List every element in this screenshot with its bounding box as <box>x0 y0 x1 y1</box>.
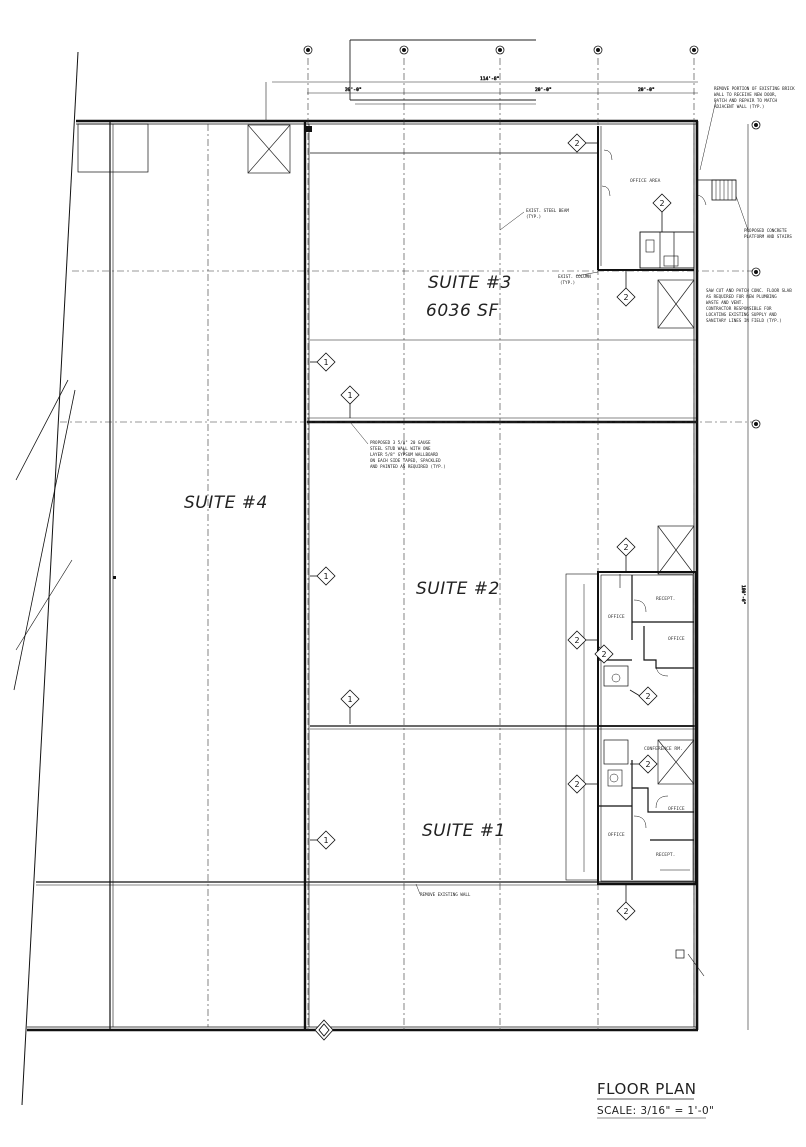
remove-wall-note: REMOVE EXISTING WALL <box>415 883 471 897</box>
svg-text:2: 2 <box>602 650 607 659</box>
tag-2-markers: 2 2 2 2 2 2 2 2 2 2 <box>567 133 672 921</box>
tag-2: 2 <box>629 686 658 706</box>
svg-text:39'-0": 39'-0" <box>345 87 362 93</box>
bottom-marker <box>314 1019 334 1041</box>
office-label-1: OFFICE <box>608 614 625 620</box>
svg-text:REMOVE PORTION OF EXISTING BRI: REMOVE PORTION OF EXISTING BRICK <box>714 86 795 91</box>
svg-text:STEEL STUD WALL WITH ONE: STEEL STUD WALL WITH ONE <box>370 446 431 451</box>
svg-text:20'-0": 20'-0" <box>638 87 655 93</box>
svg-text:114'-8": 114'-8" <box>480 76 499 82</box>
office-label-2: OFFICE <box>668 636 685 642</box>
svg-text:ADJACENT WALL (TYP.): ADJACENT WALL (TYP.) <box>714 104 764 109</box>
svg-text:2: 2 <box>575 636 580 645</box>
tag-2: 2 <box>567 630 598 650</box>
svg-text:LAYER 5/8" GYPSUM WALLBOARD: LAYER 5/8" GYPSUM WALLBOARD <box>370 452 439 457</box>
tag-2: 2 <box>616 270 636 307</box>
tag-1: 1 <box>340 689 360 724</box>
svg-text:EXIST. COLUMN: EXIST. COLUMN <box>558 274 591 279</box>
svg-text:20'-0": 20'-0" <box>535 87 552 93</box>
suite4-name: SUITE #4 <box>184 493 268 513</box>
svg-text:SANITARY LINES IN FIELD (TYP.): SANITARY LINES IN FIELD (TYP.) <box>706 318 782 323</box>
svg-text:1: 1 <box>324 358 329 367</box>
svg-text:(TYP.): (TYP.) <box>526 214 541 219</box>
svg-text:1: 1 <box>348 391 353 400</box>
tag-2: 2 <box>652 193 672 232</box>
office-block <box>565 571 705 977</box>
svg-text:WALL TO RECEIVE NEW DOOR,: WALL TO RECEIVE NEW DOOR, <box>714 92 777 97</box>
svg-text:2: 2 <box>624 907 629 916</box>
drawing-scale: SCALE: 3/16" = 1'-0" <box>597 1105 714 1117</box>
suite3-area: 6036 SF <box>426 301 499 321</box>
svg-text:REMOVE EXISTING WALL: REMOVE EXISTING WALL <box>420 892 471 897</box>
title-block: FLOOR PLAN SCALE: 3/16" = 1'-0" <box>597 1080 714 1119</box>
suite3-name: SUITE #3 <box>428 273 512 293</box>
recept-label-2: RECEPT. <box>656 852 675 858</box>
svg-text:2: 2 <box>624 293 629 302</box>
drawing-title: FLOOR PLAN <box>597 1080 696 1098</box>
recept-label-1: RECEPT. <box>656 596 675 602</box>
svg-text:1: 1 <box>324 836 329 845</box>
grid-bubbles <box>303 45 761 429</box>
svg-text:AS REQUIRED FOR NEW PLUMBING: AS REQUIRED FOR NEW PLUMBING <box>706 294 777 299</box>
concrete-note: PROPOSED CONCRETE PLATFORM AND STAIRS <box>735 195 792 239</box>
svg-text:1: 1 <box>324 572 329 581</box>
svg-text:PLATFORM AND STAIRS: PLATFORM AND STAIRS <box>744 234 792 239</box>
room-labels: OFFICE AREA OFFICE RECEPT. OFFICE CONFER… <box>608 178 685 858</box>
suite2-name: SUITE #2 <box>416 579 500 599</box>
tag-1: 1 <box>310 830 336 850</box>
svg-text:CONTRACTOR RESPONSIBLE FOR: CONTRACTOR RESPONSIBLE FOR <box>706 306 772 311</box>
svg-text:2: 2 <box>646 692 651 701</box>
svg-text:2: 2 <box>646 760 651 769</box>
tag-2: 2 <box>594 644 614 664</box>
svg-text:PATCH AND REPAIR TO MATCH: PATCH AND REPAIR TO MATCH <box>714 98 778 103</box>
svg-text:180'-0": 180'-0" <box>740 585 746 604</box>
svg-text:PROPOSED CONCRETE: PROPOSED CONCRETE <box>744 228 787 233</box>
grid-lines <box>60 58 752 1030</box>
tag-1: 1 <box>340 385 360 418</box>
steel-beam-note: EXIST. STEEL BEAM (TYP.) <box>499 208 569 231</box>
svg-text:2: 2 <box>624 543 629 552</box>
suite-labels: SUITE #3 6036 SF SUITE #4 SUITE #2 SUITE… <box>184 273 512 841</box>
tag-2: 2 <box>630 754 658 774</box>
svg-text:LOCATING EXISTING SUPPLY AND: LOCATING EXISTING SUPPLY AND <box>706 312 777 317</box>
tag-2: 2 <box>616 884 636 921</box>
suite1-name: SUITE #1 <box>422 821 506 841</box>
tag-1-markers: 1 1 1 1 1 <box>310 352 360 850</box>
office-label-3: OFFICE <box>668 806 685 812</box>
conference-label: CONFERENCE RM. <box>644 746 683 752</box>
top-right-note: REMOVE PORTION OF EXISTING BRICK WALL TO… <box>699 86 795 171</box>
tag-2: 2 <box>567 133 598 153</box>
tag-2: 2 <box>567 774 598 794</box>
svg-text:EXIST. STEEL BEAM: EXIST. STEEL BEAM <box>526 208 569 213</box>
svg-text:AND PAINTED AS REQUIRED (TYP.): AND PAINTED AS REQUIRED (TYP.) <box>370 464 446 469</box>
svg-text:PROPOSED 3 5/8" 20 GAUGE: PROPOSED 3 5/8" 20 GAUGE <box>370 440 431 445</box>
building-walls <box>13 51 699 1106</box>
svg-text:WASTE AND VENT.: WASTE AND VENT. <box>706 300 744 305</box>
office-area-label: OFFICE AREA <box>630 178 661 184</box>
svg-text:SAW CUT AND PATCH CONC. FLOOR: SAW CUT AND PATCH CONC. FLOOR SLAB <box>706 288 792 293</box>
office-label-4: OFFICE <box>608 832 625 838</box>
tag-2: 2 <box>616 537 636 572</box>
svg-text:ON EACH SIDE TAPED, SPACKLED: ON EACH SIDE TAPED, SPACKLED <box>370 458 441 463</box>
tag-1: 1 <box>310 566 336 586</box>
svg-text:1: 1 <box>348 695 353 704</box>
svg-text:2: 2 <box>660 199 665 208</box>
svg-text:2: 2 <box>575 780 580 789</box>
wall-note: PROPOSED 3 5/8" 20 GAUGE STEEL STUD WALL… <box>349 421 446 469</box>
plumbing-note: SAW CUT AND PATCH CONC. FLOOR SLAB AS RE… <box>706 288 792 323</box>
dimension-lines: 114'-8" 39'-0" 20'-0" 20'-0" 180'-0" <box>265 39 749 1030</box>
svg-text:(TYP.): (TYP.) <box>560 280 575 285</box>
suite3-office-area <box>597 126 737 271</box>
steel-column-note: EXIST. COLUMN (TYP.) <box>558 271 599 285</box>
suite-divider-marks <box>113 126 312 579</box>
hatched-boxes <box>247 124 695 785</box>
tag-1: 1 <box>310 352 336 372</box>
svg-text:2: 2 <box>575 139 580 148</box>
